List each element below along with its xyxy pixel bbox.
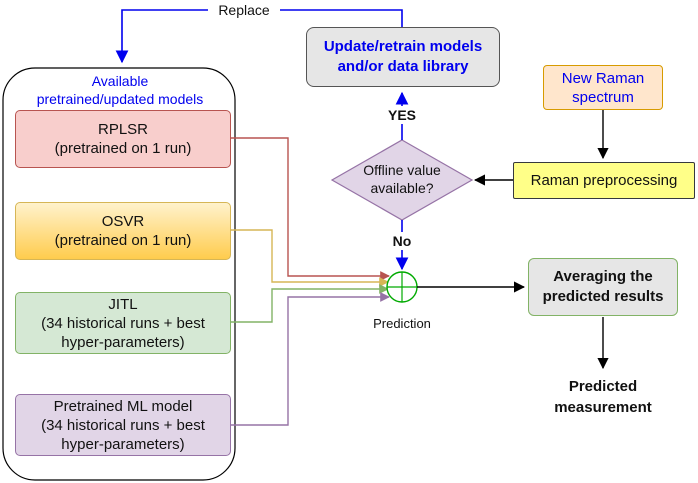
model-detail-line2: hyper-parameters)	[61, 435, 185, 453]
new-spectrum-line2: spectrum	[572, 88, 634, 106]
decision-text-line1: Offline value	[363, 162, 441, 178]
model-detail: (34 historical runs + best	[41, 314, 205, 332]
predicted-measurement-line1: Predicted	[568, 378, 638, 395]
update-retrain-box: Update/retrain models and/or data librar…	[306, 27, 500, 87]
predicted-measurement-label: Predicted measurement	[533, 376, 673, 418]
update-retrain-line1: Update/retrain models	[323, 38, 483, 55]
models-panel-title: Available pretrained/updated models	[20, 72, 220, 108]
model-name: RPLSR	[97, 121, 149, 138]
decision-text: Offline value available?	[342, 161, 462, 197]
no-label: No	[387, 232, 417, 250]
raman-preprocessing-label: Raman preprocessing	[530, 172, 678, 189]
model-detail: (pretrained on 1 run)	[54, 140, 192, 157]
new-raman-spectrum-box: New Raman spectrum	[543, 65, 663, 110]
model-box-rplsr: RPLSR (pretrained on 1 run)	[15, 110, 231, 168]
yes-label: YES	[382, 106, 422, 124]
predicted-measurement-line2: measurement	[554, 399, 652, 416]
averaging-box: Averaging the predicted results	[528, 258, 678, 316]
model-detail: (pretrained on 1 run)	[54, 232, 192, 249]
osvr-output-connector	[231, 229, 389, 287]
averaging-line2: predicted results	[542, 288, 664, 305]
averaging-line1: Averaging the	[553, 268, 653, 285]
model-box-jitl: JITL (34 historical runs + best hyper-pa…	[15, 292, 231, 354]
rplsr-output-connector	[231, 137, 390, 281]
new-spectrum-line1: New Raman	[561, 69, 645, 87]
decision-text-line2: available?	[370, 180, 434, 196]
raman-preprocessing-box: Raman preprocessing	[513, 162, 695, 199]
update-retrain-line2: and/or data library	[337, 58, 469, 75]
models-panel-title-line2: pretrained/updated models	[36, 91, 204, 107]
prediction-label: Prediction	[373, 316, 431, 331]
model-name: Pretrained ML model	[53, 397, 193, 415]
model-name: OSVR	[101, 213, 145, 230]
ml-output-connector	[231, 292, 390, 426]
model-detail: (34 historical runs + best	[41, 416, 205, 434]
model-detail-line2: hyper-parameters)	[61, 333, 185, 351]
models-panel-border	[2, 67, 236, 481]
jitl-output-connector	[231, 284, 389, 323]
model-box-osvr: OSVR (pretrained on 1 run)	[15, 202, 231, 260]
models-panel-title-line1: Available	[91, 73, 149, 89]
model-box-pretrained-ml: Pretrained ML model (34 historical runs …	[15, 394, 231, 456]
model-name: JITL	[108, 295, 138, 313]
replace-label: Replace	[208, 2, 280, 19]
